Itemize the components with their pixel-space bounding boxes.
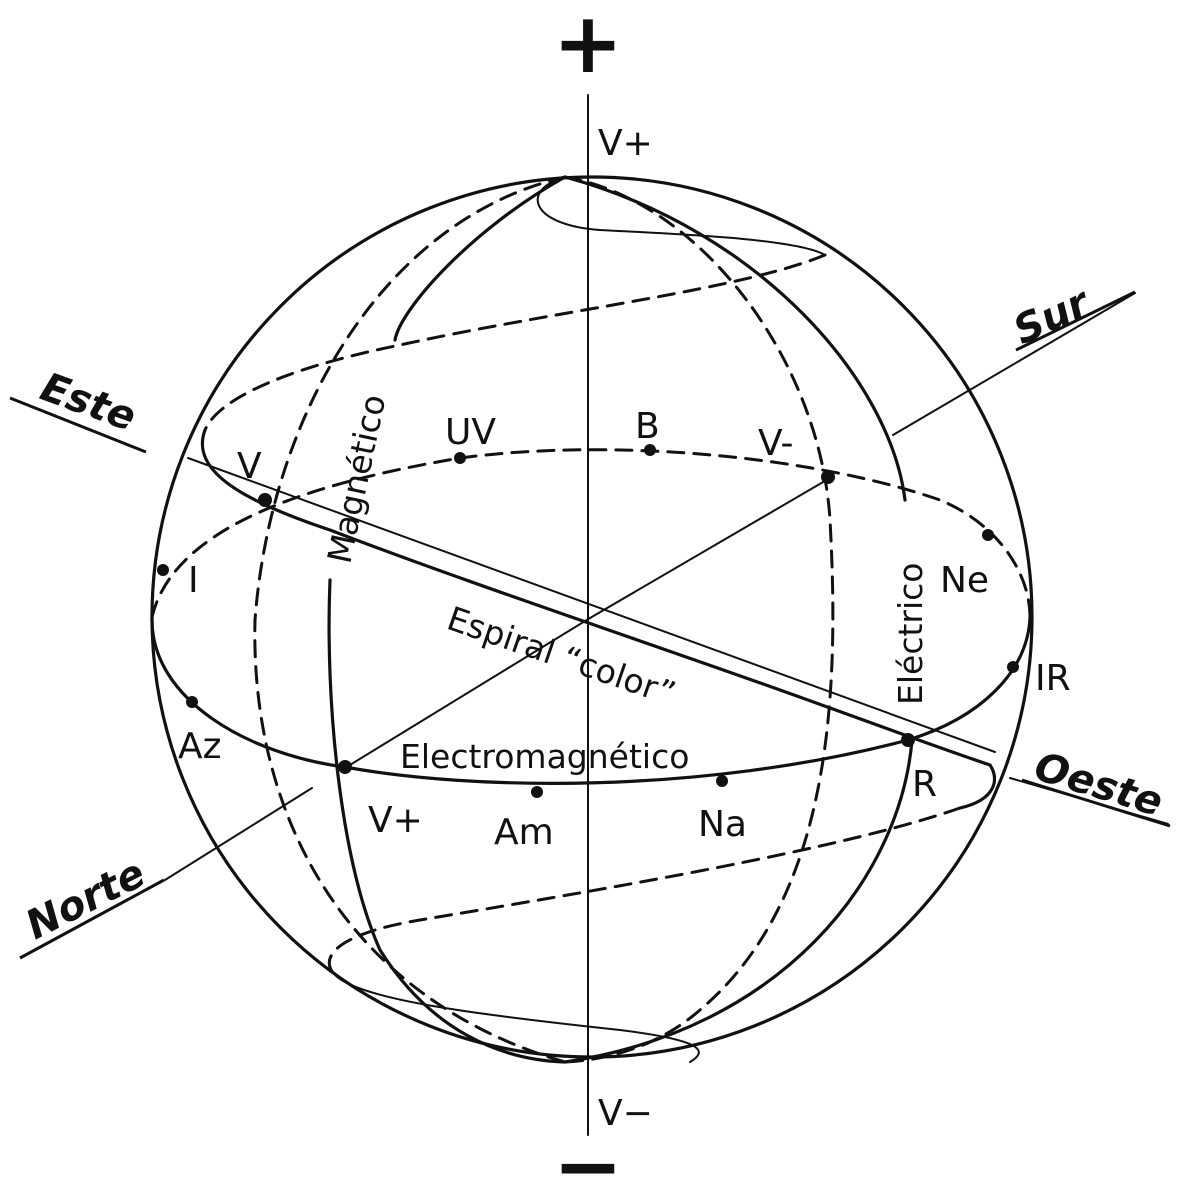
point-v-plus-dot — [338, 760, 352, 774]
spiral-top-loop — [536, 176, 826, 256]
point-am-dot — [531, 786, 543, 798]
point-uv-dot — [454, 452, 466, 464]
axis-sur-outside — [892, 292, 1136, 436]
meridian-electrico-top — [563, 175, 907, 502]
oeste-underline — [1021, 778, 1171, 828]
point-v-plus-label: V+ — [368, 800, 423, 841]
equator-back — [150, 448, 1032, 619]
point-v-minus-label: V- — [758, 423, 794, 464]
espiral-label: Espiral “color” — [442, 599, 680, 714]
point-r-dot — [901, 733, 915, 747]
bottom-pole-sign: − — [553, 1117, 623, 1200]
sur-underline — [1015, 290, 1136, 352]
axis-norte-outside — [164, 787, 313, 881]
top-pole-sign: + — [553, 0, 623, 92]
point-v-label: V — [237, 446, 262, 487]
point-b-dot — [644, 444, 656, 456]
point-i-dot — [157, 564, 169, 576]
axis-este-oeste — [187, 457, 996, 753]
electrico-label: Eléctrico — [891, 563, 930, 705]
point-i-label: I — [188, 560, 199, 601]
top-pole-label: V+ — [598, 123, 653, 164]
spiral-upper-back — [203, 253, 827, 432]
magnetico-label: Magnético — [320, 391, 394, 567]
este-underline — [9, 396, 147, 454]
direction-sur-label: Sur — [1007, 279, 1098, 354]
point-na-dot — [716, 775, 728, 787]
point-na-label: Na — [698, 804, 747, 845]
point-ir-label: IR — [1035, 658, 1071, 699]
spiral-front — [200, 428, 992, 767]
axis-norte-inside — [344, 617, 591, 769]
point-am-label: Am — [494, 812, 554, 853]
meridian-back-left — [253, 175, 567, 1064]
meridian-magnetico-bottom — [327, 578, 567, 1064]
meridian-magnetico-top — [393, 175, 567, 342]
meridian-back-right — [563, 175, 835, 1064]
point-v-minus-dot — [821, 470, 835, 484]
point-ne-dot — [982, 529, 994, 541]
spiral-lower-back — [327, 806, 962, 977]
electromagnetico-label: Electromagnético — [400, 737, 689, 776]
direction-oeste-label: Oeste — [1029, 744, 1168, 826]
point-v-dot — [258, 493, 272, 507]
bottom-pole-label: V− — [598, 1093, 653, 1134]
point-ir-dot — [1007, 661, 1019, 673]
equator-front — [150, 615, 1032, 785]
spiral-right-hook — [958, 763, 997, 810]
point-az-label: Az — [178, 726, 222, 767]
norte-underline — [19, 878, 165, 960]
point-b-label: B — [635, 406, 660, 447]
point-uv-label: UV — [445, 412, 496, 453]
meridian-electrico-bottom — [563, 738, 914, 1064]
point-r-label: R — [912, 764, 937, 805]
point-ne-label: Ne — [940, 560, 989, 601]
axis-sur-inside — [589, 477, 831, 619]
direction-norte-label: Norte — [19, 850, 153, 949]
point-az-dot — [186, 696, 198, 708]
spiral-bottom-loop — [334, 974, 700, 1063]
